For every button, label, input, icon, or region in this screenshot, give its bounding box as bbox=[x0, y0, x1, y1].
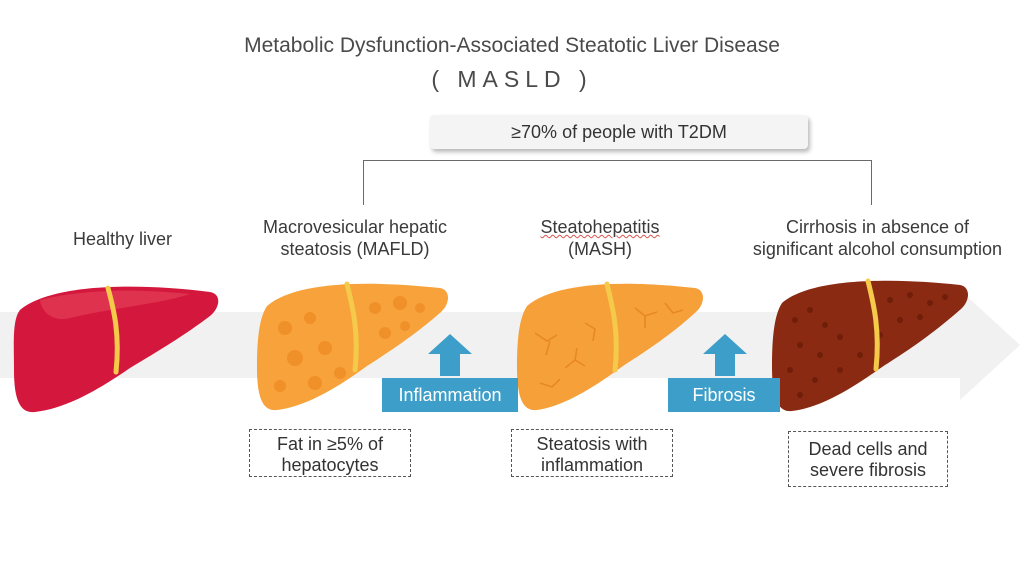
up-arrow-icon bbox=[428, 334, 472, 376]
stage-label-line: Steatohepatitis bbox=[540, 217, 660, 237]
inflamed-liver-icon bbox=[517, 281, 703, 411]
prevalence-pill: ≥70% of people with T2DM bbox=[430, 115, 808, 149]
note-line: severe fibrosis bbox=[809, 460, 927, 480]
note-line: Dead cells and bbox=[808, 439, 928, 459]
note-line: inflammation bbox=[540, 455, 644, 475]
stage-label-mash: Steatohepatitis (MASH) bbox=[500, 216, 700, 260]
stage-label-cirrhosis: Cirrhosis in absence of significant alco… bbox=[735, 216, 1020, 260]
note-steatosis: Fat in ≥5% of hepatocytes bbox=[249, 429, 411, 477]
bracket-connector bbox=[363, 160, 872, 205]
stage-label-line: Cirrhosis in absence of bbox=[785, 217, 970, 237]
note-line: Fat in ≥5% of bbox=[277, 434, 383, 454]
healthy-liver-icon bbox=[13, 285, 219, 413]
diagram-title: Metabolic Dysfunction-Associated Steatot… bbox=[244, 34, 780, 57]
cirrhotic-liver-icon bbox=[772, 278, 968, 412]
up-arrow-icon bbox=[703, 334, 747, 376]
stage-label-line: Macrovesicular hepatic bbox=[262, 217, 448, 237]
transition-tag-inflammation: Inflammation bbox=[382, 378, 518, 412]
note-line: hepatocytes bbox=[281, 455, 379, 475]
stage-label-steatosis: Macrovesicular hepatic steatosis (MAFLD) bbox=[235, 216, 475, 260]
note-line: Steatosis with bbox=[536, 434, 648, 454]
note-mash: Steatosis with inflammation bbox=[511, 429, 673, 477]
stage-label-line: (MASH) bbox=[568, 239, 632, 259]
stage-label-healthy: Healthy liver bbox=[40, 228, 205, 250]
fatty-liver-icon bbox=[257, 281, 448, 411]
note-cirrhosis: Dead cells and severe fibrosis bbox=[788, 431, 948, 487]
stage-label-line: Healthy liver bbox=[72, 229, 173, 249]
transition-tag-fibrosis: Fibrosis bbox=[668, 378, 780, 412]
diagram-subtitle: ( MASLD ) bbox=[431, 66, 593, 92]
stage-label-line: significant alcohol consumption bbox=[752, 239, 1003, 259]
progression-arrow bbox=[0, 290, 1020, 400]
stage-label-line: steatosis (MAFLD) bbox=[280, 239, 430, 259]
